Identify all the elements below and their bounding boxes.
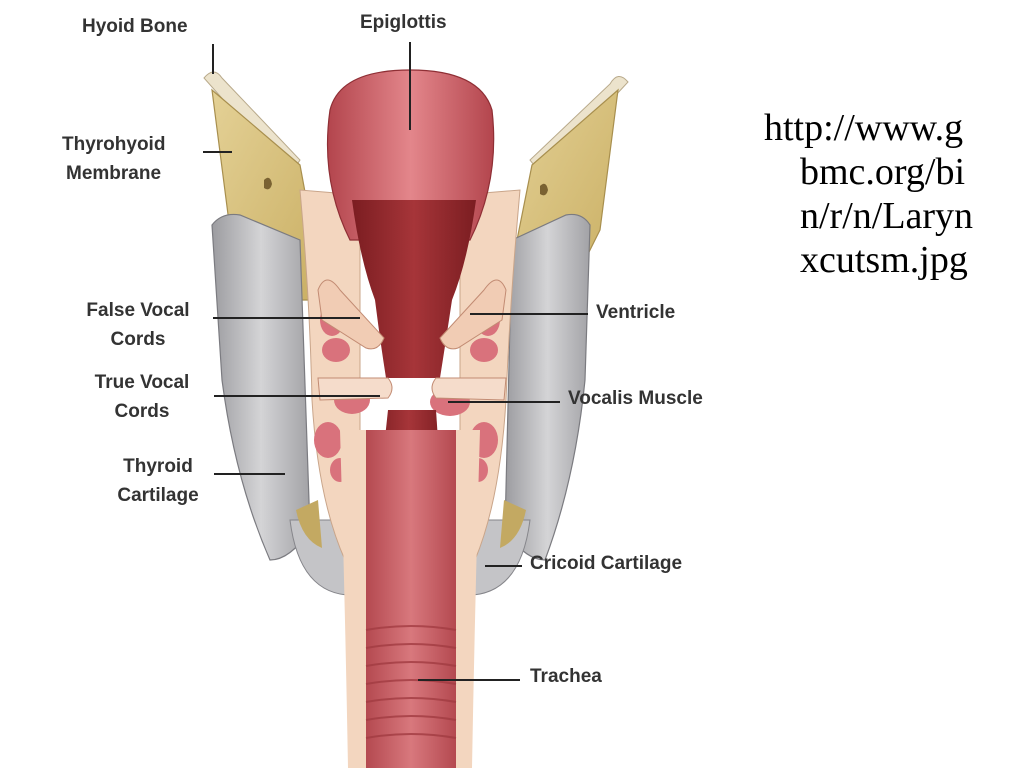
label-hyoid-bone: Hyoid Bone	[82, 16, 188, 37]
epiglottis	[326, 69, 495, 241]
url-line-1: http://www.g	[764, 107, 964, 149]
label-false-vocal-cords: False Vocal Cords	[68, 296, 208, 354]
label-thyrohyoid-line-2: Membrane	[66, 163, 162, 184]
label-trachea: Trachea	[530, 666, 602, 687]
label-vocalis-muscle: Vocalis Muscle	[568, 388, 703, 409]
true-vocal-cords	[317, 377, 507, 401]
label-ventricle: Ventricle	[596, 302, 676, 323]
label-thyroid-line-2: Cartilage	[117, 485, 199, 506]
label-thyrohyoid-line-1: Thyrohyoid	[62, 134, 166, 155]
leader-lines	[203, 42, 588, 681]
label-thyrohyoid-membrane: Thyrohyoid Membrane	[62, 130, 165, 188]
trachea	[340, 430, 480, 768]
source-url-caption: http://www.g bmc.org/bi n/r/n/Laryn xcut…	[744, 106, 1014, 282]
label-true-vocal-line-2: Cords	[114, 401, 170, 422]
url-line-4: xcutsm.jpg	[800, 239, 968, 281]
label-cricoid-cartilage: Cricoid Cartilage	[530, 553, 683, 574]
label-epiglottis: Epiglottis	[360, 12, 447, 33]
label-false-vocal-line-2: Cords	[110, 329, 166, 350]
label-thyroid-line-1: Thyroid	[123, 456, 193, 477]
label-thyroid-cartilage: Thyroid Cartilage	[100, 452, 216, 510]
label-false-vocal-line-1: False Vocal	[86, 300, 190, 321]
thyroid-cartilage	[211, 213, 591, 561]
url-line-2: bmc.org/bi	[800, 151, 966, 193]
label-true-vocal-cords: True Vocal Cords	[74, 368, 210, 426]
label-true-vocal-line-1: True Vocal	[94, 372, 190, 393]
url-line-3: n/r/n/Laryn	[800, 195, 974, 237]
